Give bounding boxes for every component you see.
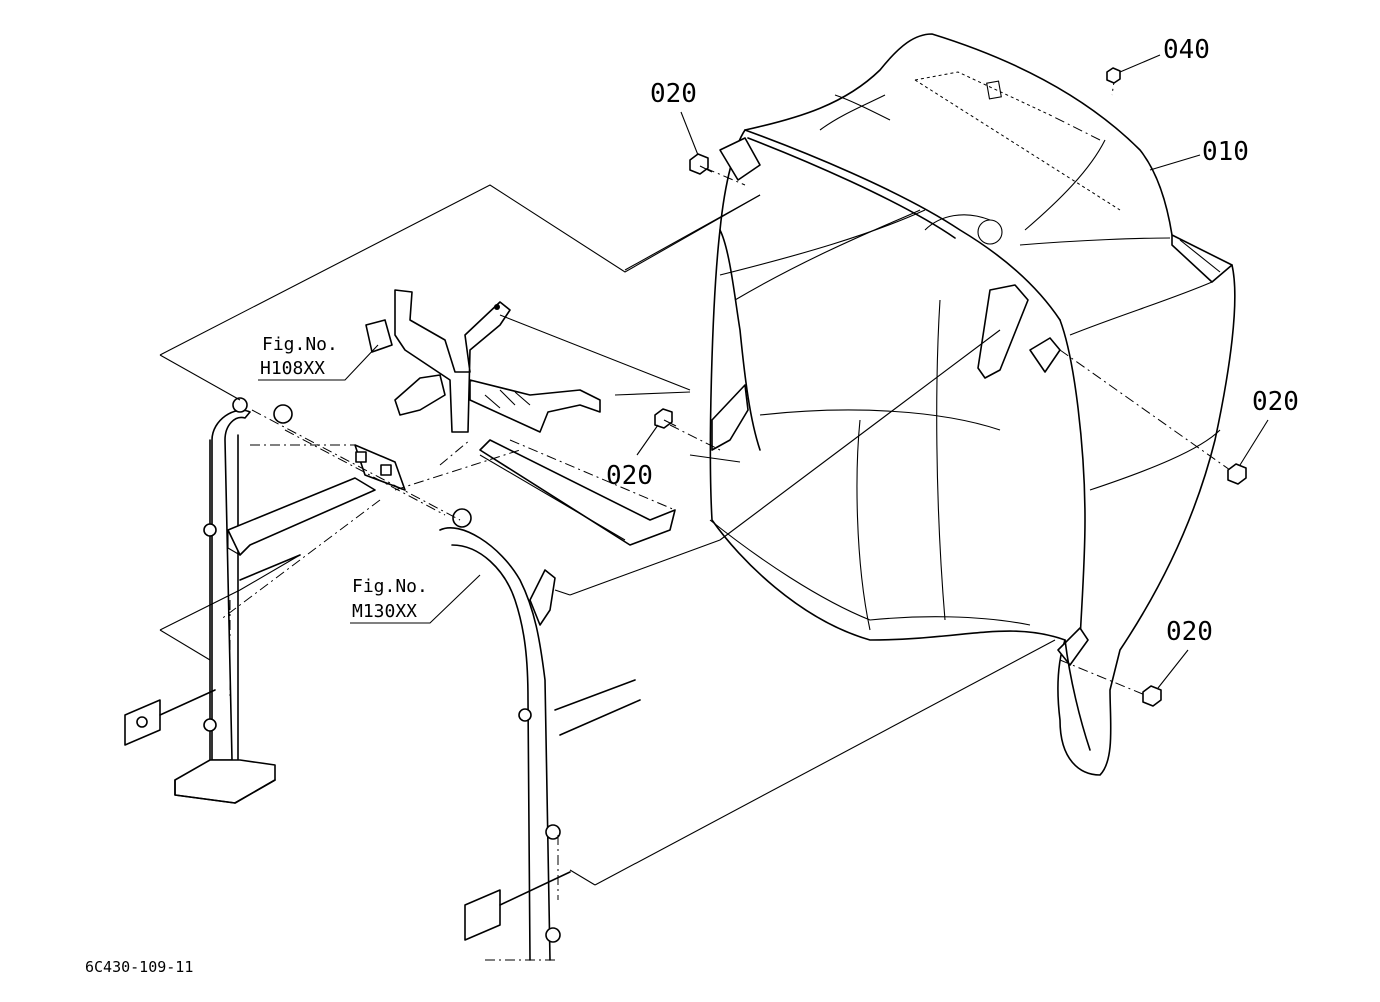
- callout-020-top: 020: [650, 79, 697, 109]
- bolts: [654, 67, 1247, 707]
- bolt-040: [1106, 67, 1121, 84]
- callout-020-right: 020: [1252, 387, 1299, 417]
- bolt-pins: [136, 397, 561, 943]
- callout-020-mid: 020: [606, 461, 653, 491]
- fig-code-h108: H108XX: [260, 358, 325, 379]
- callout-040: 040: [1163, 35, 1210, 65]
- leader-lines: [258, 54, 1269, 689]
- bracket-subassembly-h108: [365, 289, 601, 433]
- drawing-code: 6C430-109-11: [85, 958, 193, 976]
- fig-no-label: Fig.No.: [352, 576, 428, 597]
- fig-no-label: Fig.No.: [262, 334, 338, 355]
- bolt-020-top: [689, 153, 713, 175]
- fig-code-m130: M130XX: [352, 601, 417, 622]
- figure-reference-m130: Fig.No. M130XX: [352, 576, 428, 622]
- bolt-020-right: [1227, 463, 1247, 485]
- bolt-020-bottom: [1142, 685, 1162, 707]
- assembly-guide-lines: [159, 74, 1231, 961]
- bolt-020-mid: [654, 408, 677, 429]
- callout-labels: 040 010 020 020 020 020: [606, 35, 1299, 647]
- callout-010: 010: [1202, 137, 1249, 167]
- frame-assembly: [124, 397, 676, 961]
- callout-020-bottom: 020: [1166, 617, 1213, 647]
- figure-reference-h108: Fig.No. H108XX: [260, 334, 338, 379]
- hood-cover-part-010: [709, 33, 1236, 776]
